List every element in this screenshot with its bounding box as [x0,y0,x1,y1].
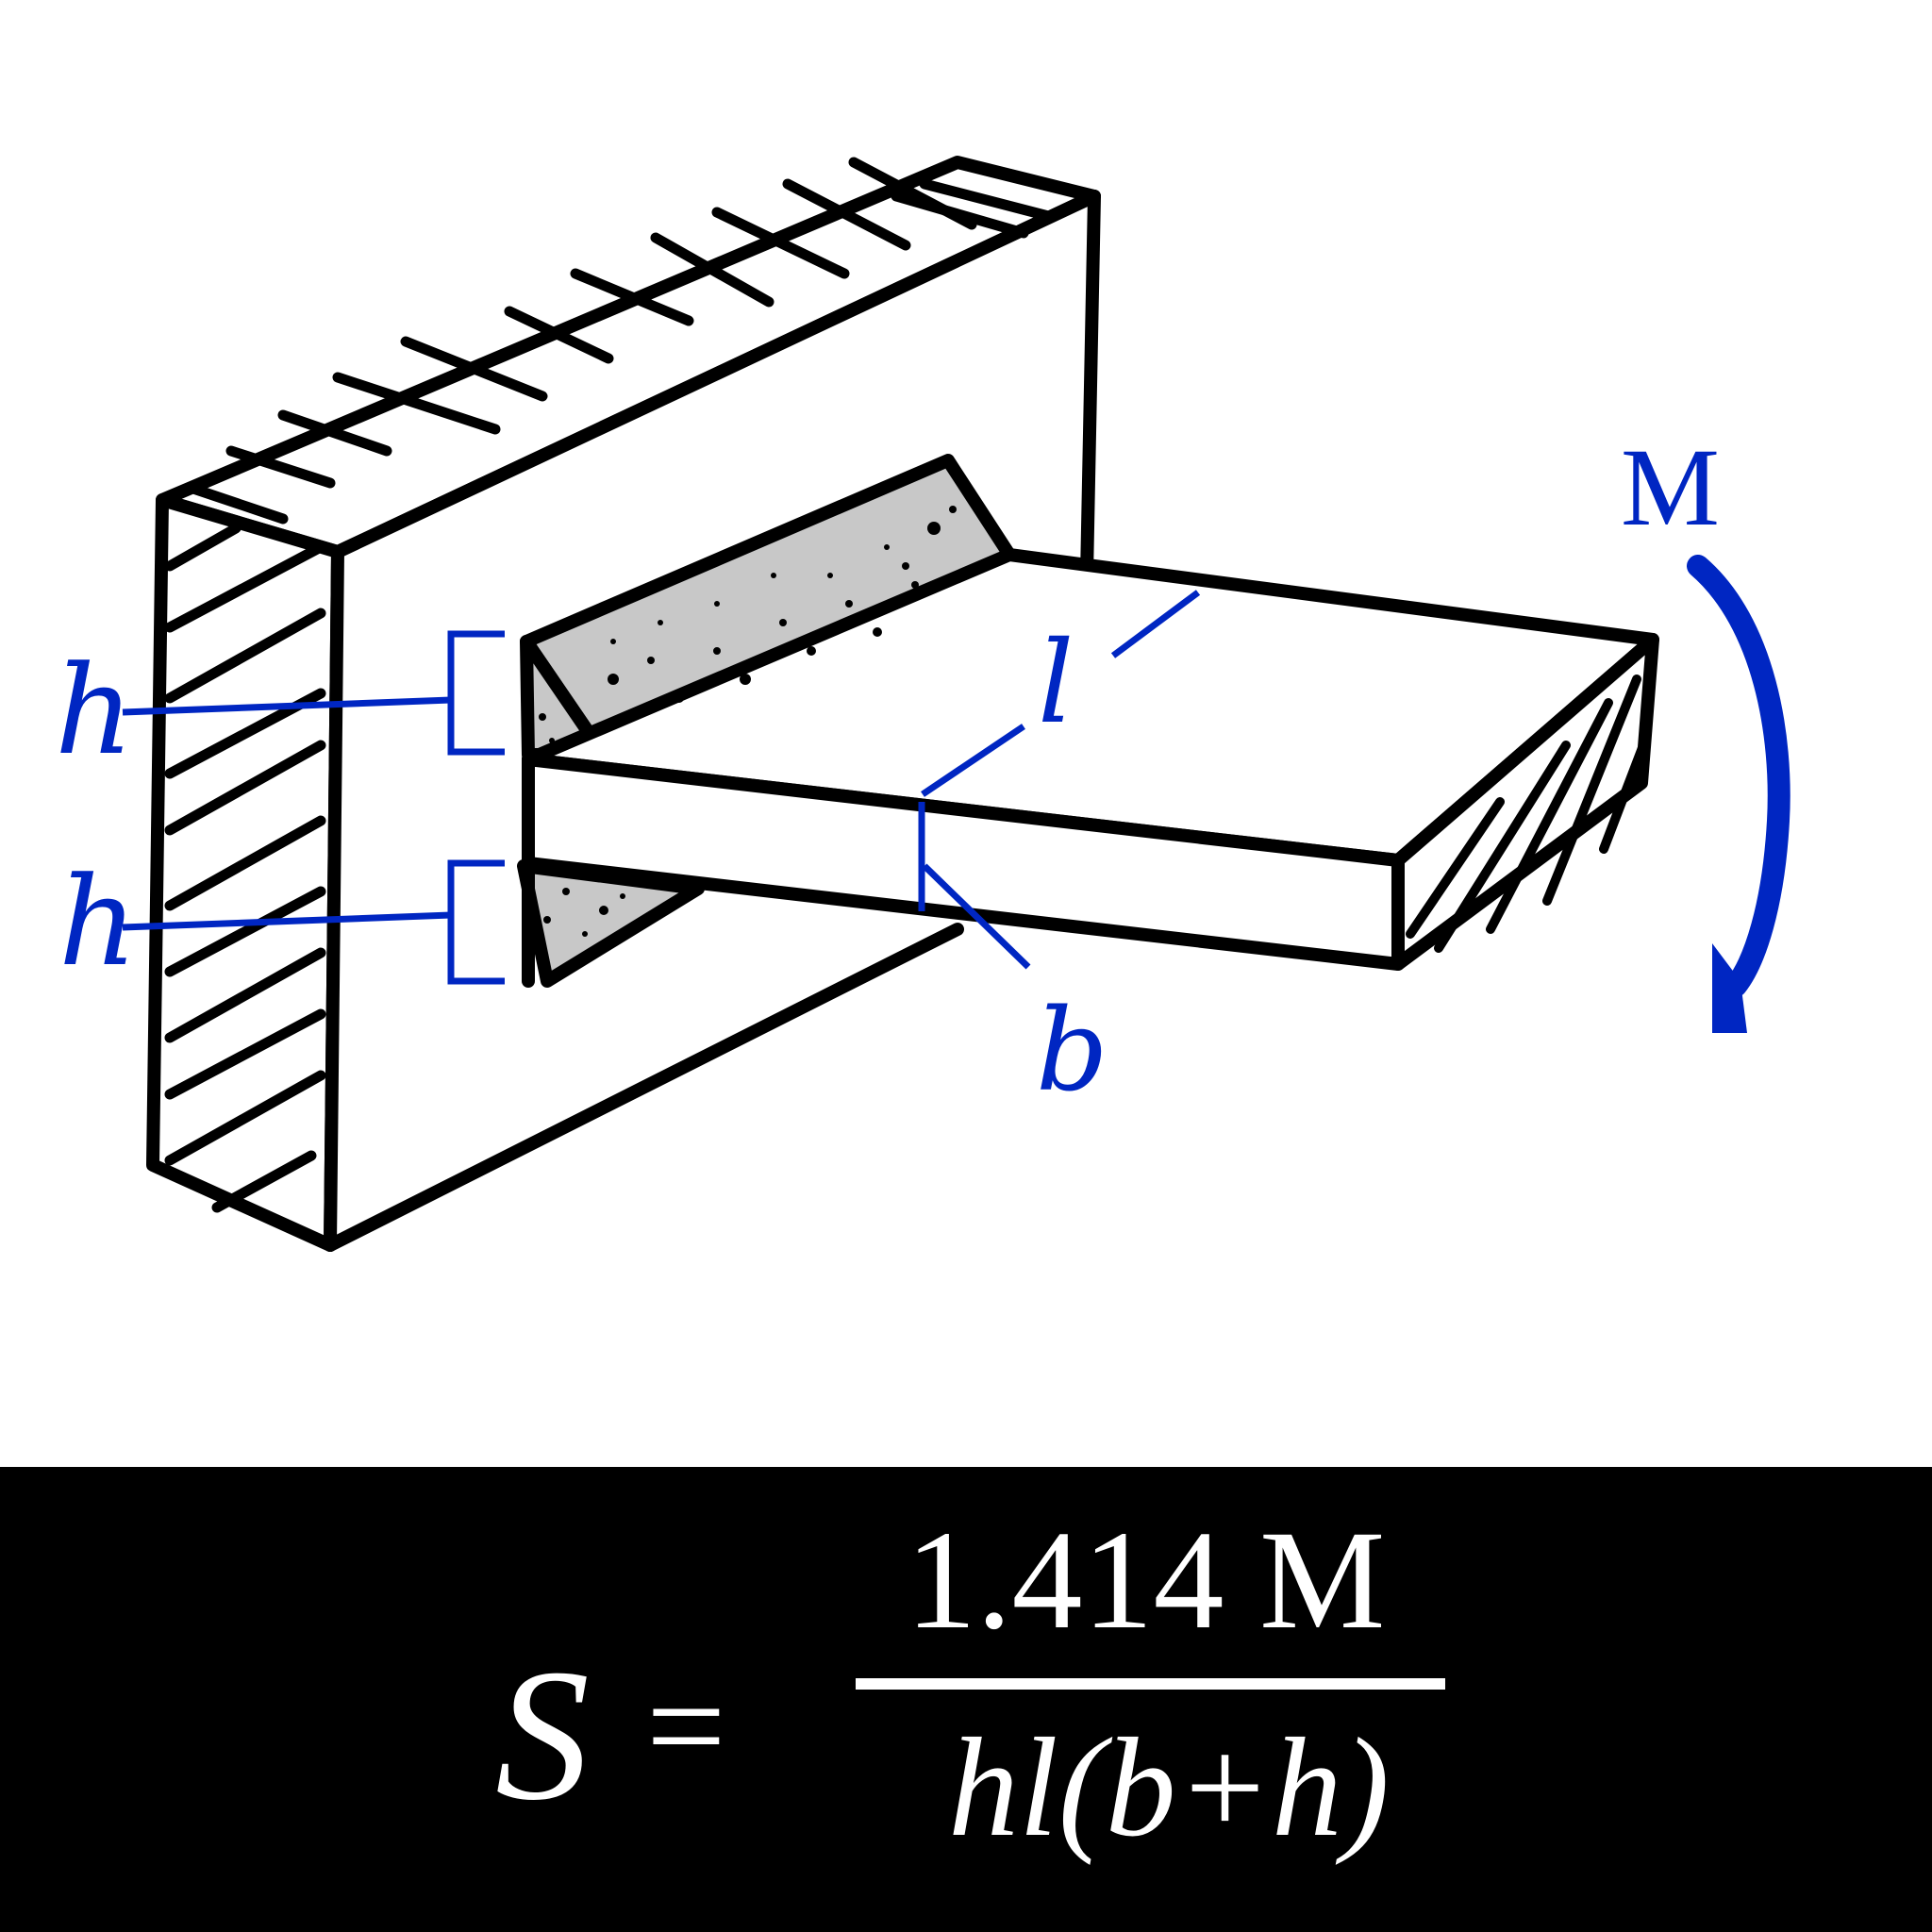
beam-bar [522,548,1659,988]
h-top-label: h [55,639,134,782]
weld-stipple [539,506,957,937]
l-leader-upper [1110,590,1201,658]
h-top-bracket [447,630,505,756]
l-leader-lower [921,724,1025,797]
h-top-leader [122,696,452,716]
formula-equals: = [646,1648,726,1805]
fraction-bar [856,1678,1445,1690]
l-label: l [1038,618,1074,749]
b-label: b [1036,986,1108,1117]
weld-diagram [122,156,1790,1252]
moment-arrow [1687,555,1790,1033]
formula-denominator: hl(b+h) [948,1709,1390,1866]
formula-numerator: 1.414 M [906,1502,1386,1658]
formula-lhs: S [495,1631,590,1840]
h-bottom-leader [122,911,452,931]
weld-top [520,454,1016,761]
h-bottom-bracket [447,859,505,985]
b-leader [922,863,1031,970]
formula-panel: S = 1.414 M hl(b+h) [0,1467,1932,1932]
moment-label: M [1621,425,1720,549]
h-bottom-label: h [58,850,138,993]
annotation-lines [122,590,1201,985]
